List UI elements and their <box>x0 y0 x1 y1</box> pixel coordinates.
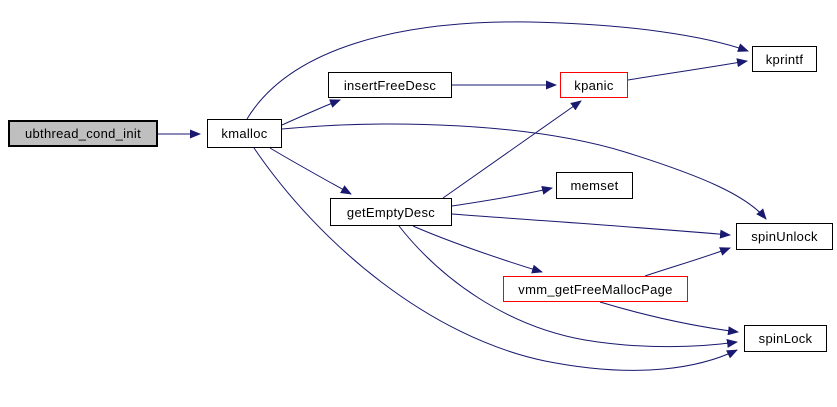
node-label: getEmptyDesc <box>346 204 436 220</box>
edge-getEmptyDesc-memset <box>451 185 553 207</box>
edge-kmalloc-getEmptyDesc <box>269 147 352 195</box>
node-kmalloc[interactable]: kmalloc <box>207 119 282 148</box>
node-label: kmalloc <box>221 126 268 141</box>
node-spinUnlock[interactable]: spinUnlock <box>736 223 833 250</box>
edge-getEmptyDesc-kpanic <box>442 100 582 199</box>
node-label: insertFreeDesc <box>343 77 437 93</box>
node-insertFreeDesc[interactable]: insertFreeDesc <box>328 72 452 98</box>
node-vmm_getFreeMallocPage[interactable]: vmm_getFreeMallocPage <box>503 276 688 302</box>
edge-kmalloc-spinUnlock <box>281 123 767 220</box>
node-ubthread_cond_init: ubthread_cond_init <box>8 120 158 147</box>
node-label: memset <box>570 178 619 193</box>
node-label: kprintf <box>765 51 804 67</box>
node-label: spinLock <box>758 331 813 346</box>
edge-getEmptyDesc-spinLock <box>398 225 738 348</box>
node-getEmptyDesc[interactable]: getEmptyDesc <box>330 198 452 226</box>
node-kpanic[interactable]: kpanic <box>560 72 628 98</box>
node-kprintf[interactable]: kprintf <box>752 46 817 72</box>
edge-kmalloc-kprintf <box>246 21 749 120</box>
edge-vmm_getFreeMallocPage-spinUnlock <box>644 247 731 277</box>
node-spinLock[interactable]: spinLock <box>744 325 827 352</box>
node-label: kpanic <box>574 77 614 93</box>
edge-getEmptyDesc-spinUnlock <box>451 213 731 239</box>
node-memset[interactable]: memset <box>556 172 633 199</box>
node-label: ubthread_cond_init <box>25 126 141 141</box>
node-label: vmm_getFreeMallocPage <box>518 281 673 297</box>
node-label: spinUnlock <box>751 229 818 244</box>
edge-vmm_getFreeMallocPage-spinLock <box>599 301 739 336</box>
edge-kmalloc-spinLock <box>253 147 738 371</box>
edge-getEmptyDesc-vmm_getFreeMallocPage <box>412 225 543 274</box>
edge-kpanic-kprintf <box>627 58 748 81</box>
edge-kmalloc-insertFreeDesc <box>281 99 341 126</box>
